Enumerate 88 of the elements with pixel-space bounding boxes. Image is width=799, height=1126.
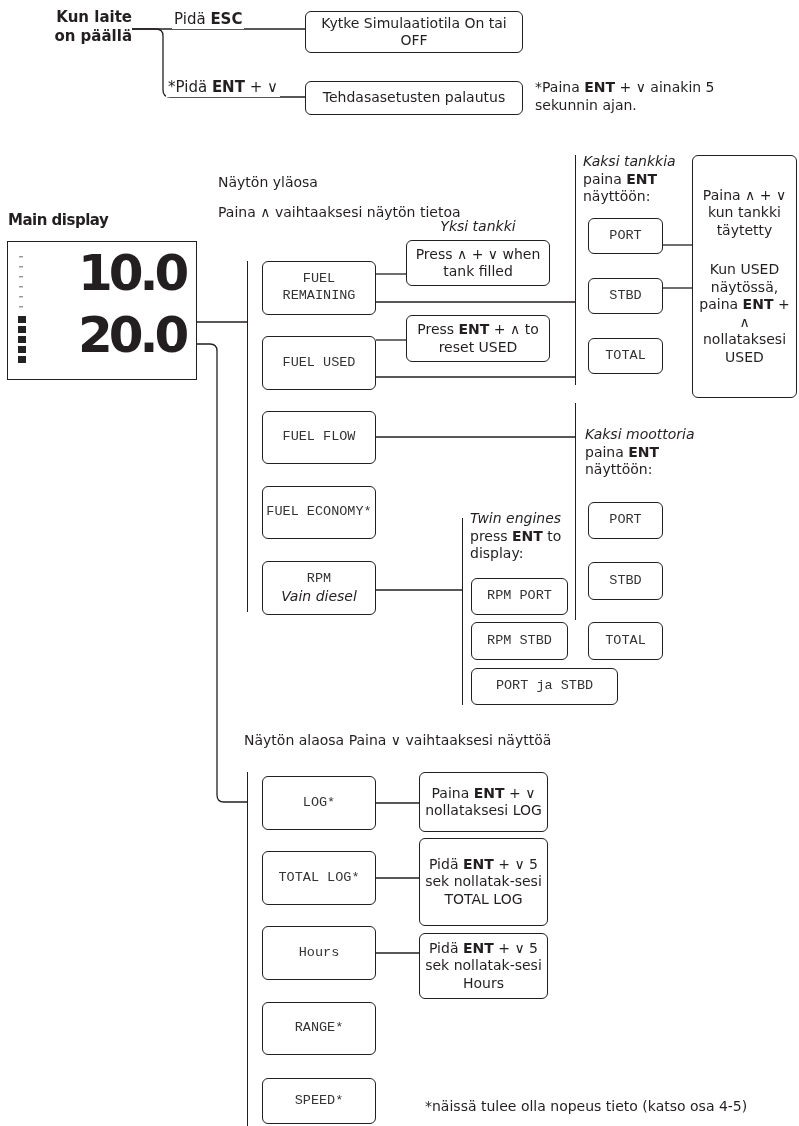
- menu-box: [588, 278, 663, 314]
- menu-box: [406, 315, 550, 362]
- bracket-line: [247, 261, 249, 612]
- box-text: STBD: [609, 572, 642, 590]
- menu-box: [262, 851, 376, 905]
- label-text: Näytön yläosa: [218, 174, 319, 192]
- connector-line: [375, 952, 420, 954]
- box-text: RPM: [306, 570, 332, 588]
- box-text: Tehdasasetusten palautus: [322, 89, 506, 107]
- menu-box: [419, 772, 548, 832]
- label-text: Kaksi moottoria paina ENT näyttöön:: [585, 426, 696, 479]
- box-text: PORT: [609, 512, 642, 529]
- box-text: Hours: [298, 944, 340, 962]
- lcd-readout: 10.0: [78, 248, 186, 298]
- box-text: FUEL FLOW: [282, 429, 356, 446]
- display-title: Main display: [8, 211, 110, 230]
- box-text: Kun USED näytössä, paina ENT + ∧ nollataksesi USED: [698, 261, 791, 367]
- box-text: Press ENT + ∧ to reset USED: [416, 321, 540, 356]
- connector-line: [375, 802, 420, 804]
- connector-line: [375, 376, 576, 378]
- heading-text: Kun laite on päällä: [53, 8, 132, 46]
- label-text: Kaksi tankkia paina ENT näyttöön:: [583, 153, 677, 206]
- edge-label: *Pidä ENT + ∨: [166, 78, 280, 97]
- menu-box: [588, 338, 663, 374]
- box-text: STBD: [609, 287, 642, 305]
- connector-line: [196, 343, 248, 803]
- connector-line: [375, 877, 420, 879]
- box-text: Pidä ENT + ∨ 5 sek nollatak-sesi Hours: [424, 939, 543, 993]
- connector-line: [375, 301, 576, 303]
- menu-box: [262, 261, 376, 315]
- box-text: Paina ∧ + ∨ kun tankki täytetty: [701, 186, 788, 240]
- menu-box: [471, 578, 568, 615]
- bracket-line: [247, 772, 249, 1126]
- box-text: Press ∧ + ∨ when tank filled: [414, 245, 542, 281]
- bracket-line: [462, 518, 464, 705]
- connector-line: [375, 436, 576, 438]
- menu-box: [262, 336, 376, 390]
- menu-box: [692, 155, 797, 398]
- box-text: PORT: [609, 227, 642, 245]
- box-text: TOTAL LOG*: [278, 869, 360, 887]
- note-text: *Paina ENT + ∨ ainakin 5 sekunnin ajan.: [535, 79, 716, 114]
- label-text: Näytön alaosa Paina ∨ vaihtaaksesi näyttöä: [244, 732, 553, 750]
- box-text: Pidä ENT + ∨ 5 sek nollatak-sesi TOTAL LOG: [424, 855, 543, 909]
- menu-box: [419, 933, 548, 999]
- connector-line: [662, 244, 693, 246]
- connector-line: [375, 589, 463, 591]
- box-heading: Yksi tankki: [439, 218, 517, 236]
- menu-box: [588, 218, 663, 254]
- lcd-readout: 20.0: [78, 310, 186, 360]
- menu-box: [471, 668, 618, 705]
- connector-line: [131, 28, 306, 98]
- box-text: LOG*: [302, 794, 336, 812]
- box-text: TOTAL: [605, 347, 646, 365]
- box-text: RANGE*: [294, 1020, 344, 1037]
- menu-box: [588, 562, 663, 600]
- menu-box: [262, 926, 376, 980]
- menu-box: [262, 411, 376, 464]
- label-text: Paina ∧ vaihtaaksesi näytön tietoa: [218, 204, 462, 220]
- menu-box: [588, 502, 663, 539]
- box-text: TOTAL: [605, 632, 646, 650]
- menu-box: [262, 1078, 376, 1124]
- menu-box: [262, 486, 376, 539]
- box-text: RPM PORT: [487, 588, 552, 605]
- box-text: FUEL ECONOMY*: [266, 504, 372, 521]
- connector-line: [375, 339, 407, 341]
- connector-line: [662, 287, 693, 289]
- box-text: FUEL USED: [282, 354, 356, 372]
- menu-box: [262, 561, 376, 615]
- menu-box: [471, 622, 568, 660]
- bracket-line: [575, 155, 577, 385]
- bracket-line: [575, 403, 577, 620]
- box-text: SPEED*: [294, 1092, 344, 1110]
- menu-box: [305, 81, 523, 115]
- box-text: FUEL REMAINING: [281, 271, 357, 305]
- label-text: *näissä tulee olla nopeus tieto (katso osa 4-5): [425, 1098, 749, 1116]
- menu-box: [305, 11, 523, 53]
- label-text: Twin engines press ENT to display:: [470, 510, 563, 563]
- box-text: Vain diesel: [281, 587, 357, 606]
- box-text: PORT ja STBD: [495, 678, 594, 695]
- box-text: Paina ENT + ∨ nollataksesi LOG: [424, 784, 543, 820]
- menu-box: [588, 622, 663, 660]
- menu-box: [419, 838, 548, 926]
- menu-box: [262, 776, 376, 830]
- menu-box: [262, 1002, 376, 1055]
- edge-label: Pidä ESC: [172, 10, 245, 29]
- box-text: Kytke Simulaatiotila On tai OFF: [320, 14, 508, 50]
- connector-line: [375, 273, 407, 275]
- box-text: RPM STBD: [487, 632, 552, 650]
